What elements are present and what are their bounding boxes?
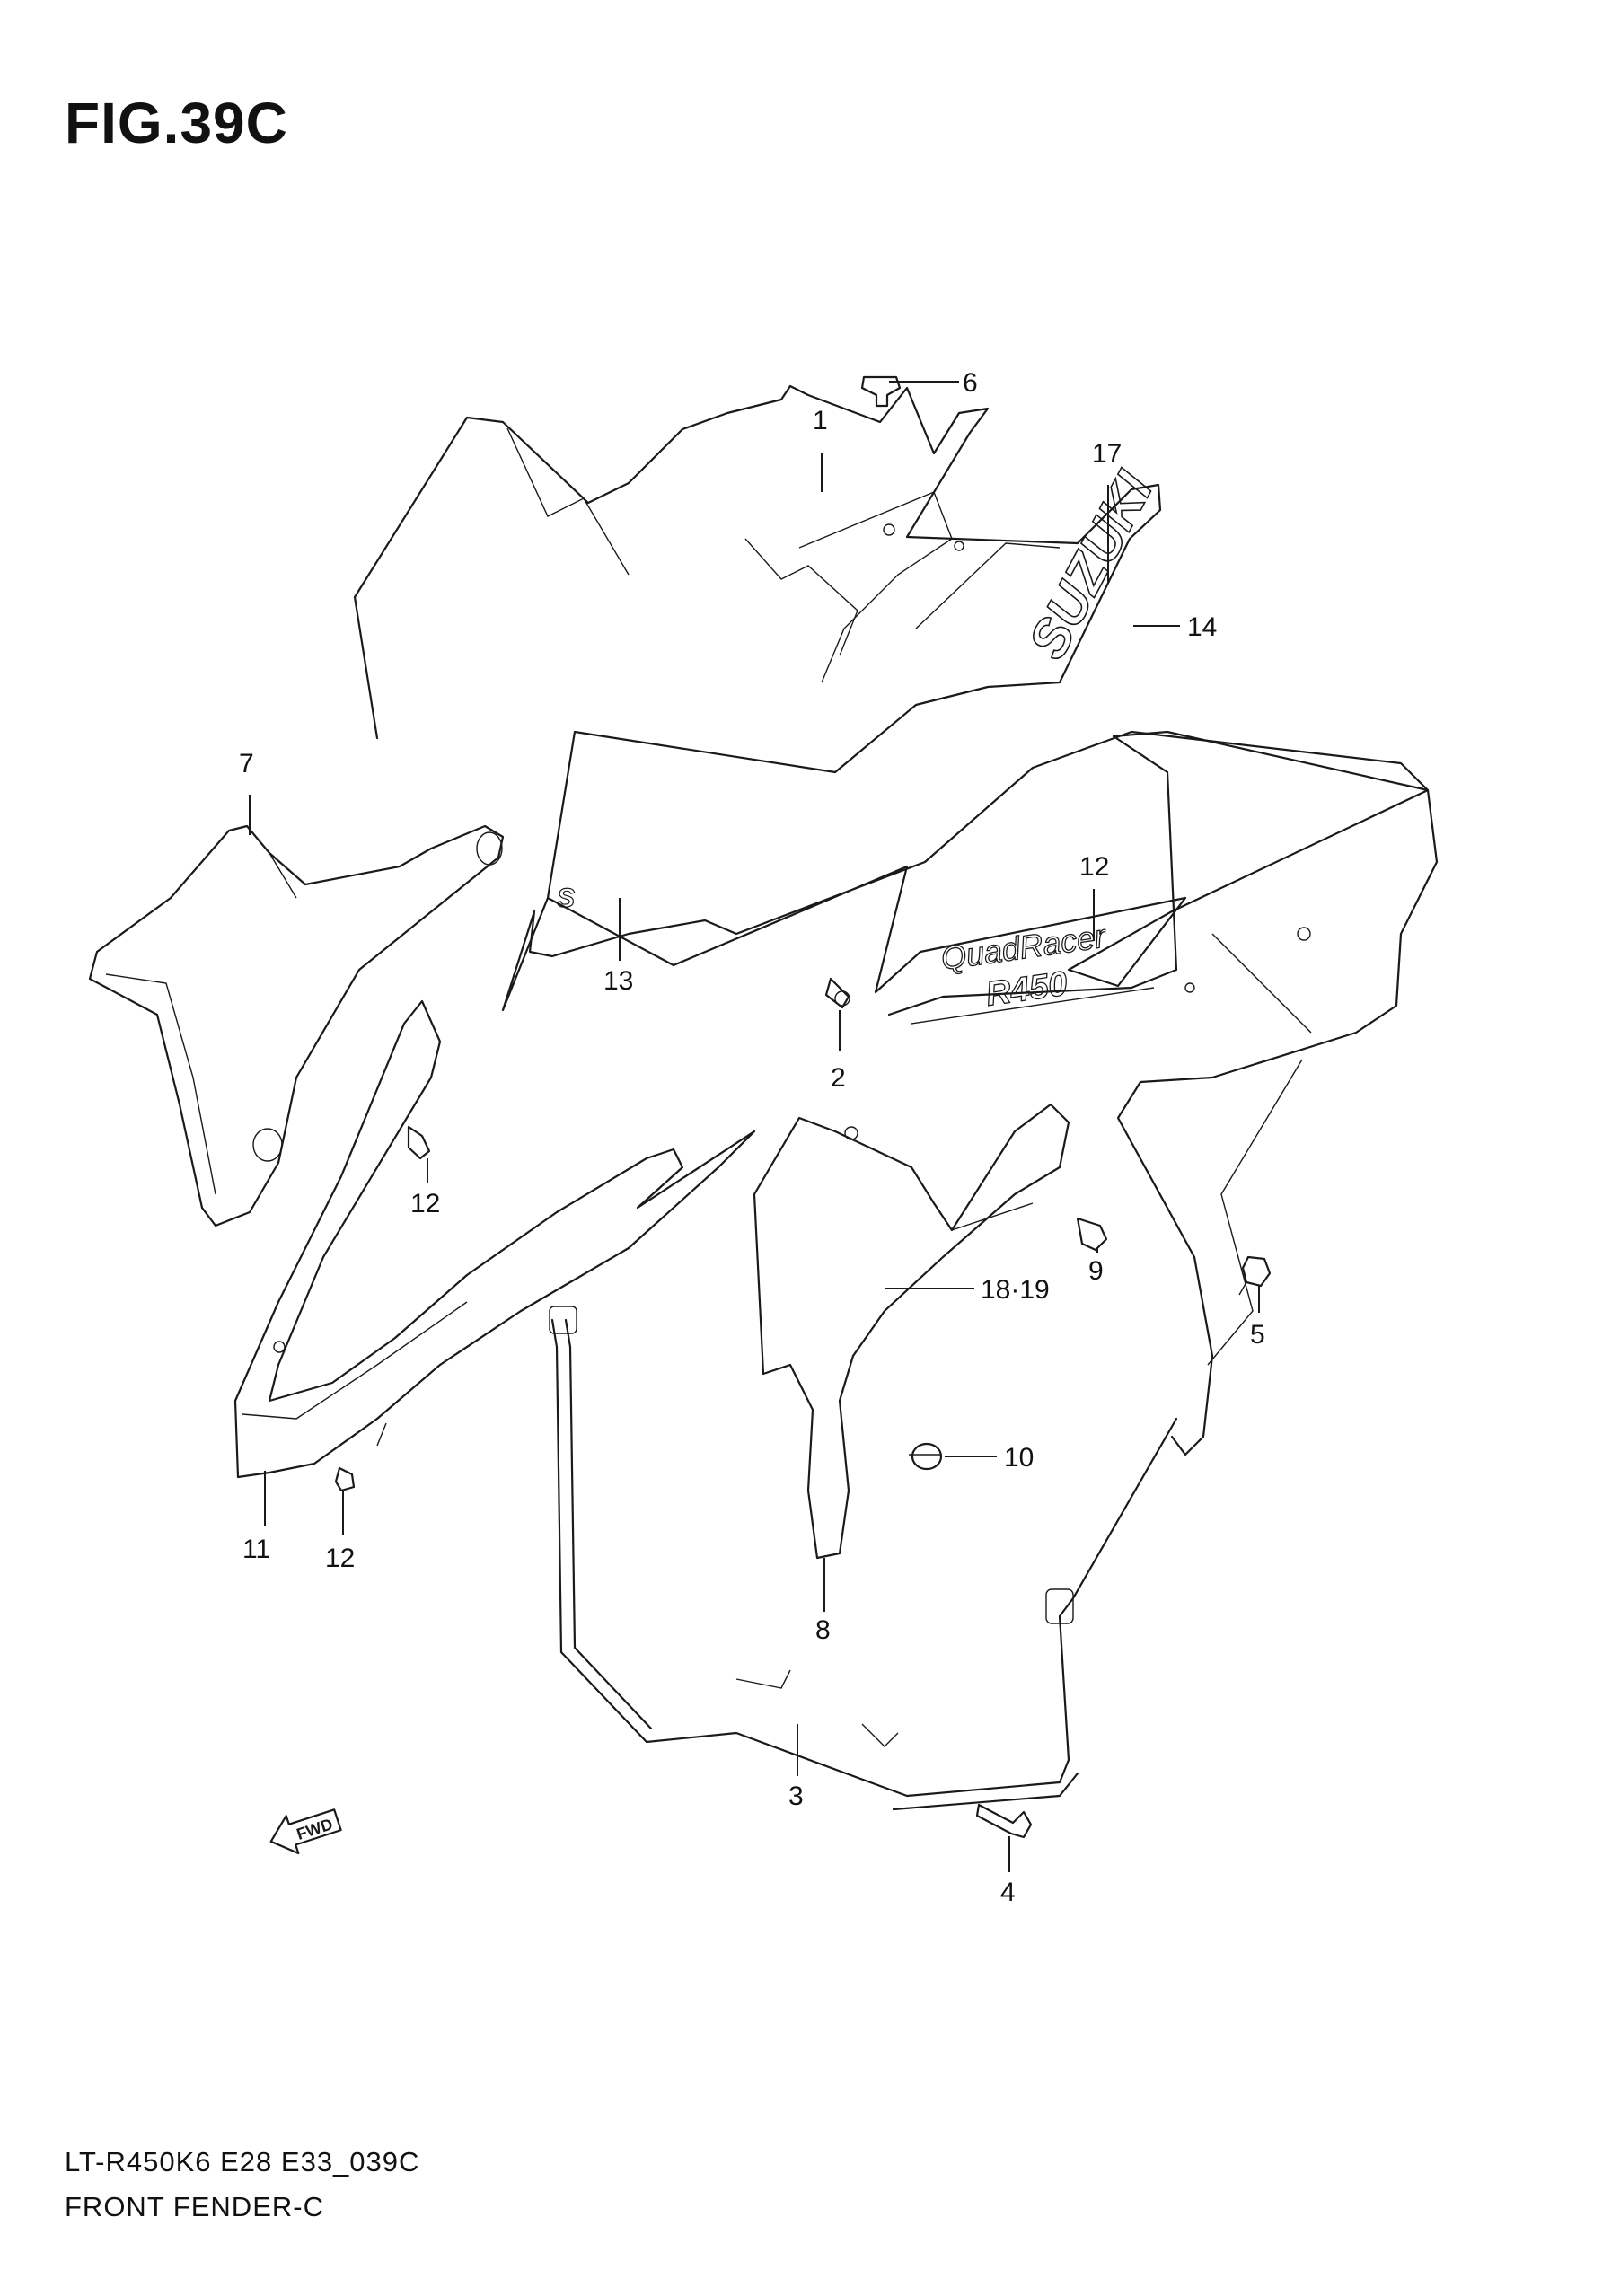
fender-bracket-bar[interactable] — [549, 1306, 1178, 1811]
callout-2: 2 — [831, 1063, 846, 1093]
center-fender-insert[interactable] — [753, 1103, 1070, 1560]
figure-title: FIG.39C — [65, 91, 288, 155]
fastener-5-screw[interactable] — [1238, 1255, 1272, 1296]
callout-12b: 12 — [325, 1544, 355, 1573]
fastener-2-screw[interactable] — [824, 977, 850, 1009]
fastener-9-screw[interactable] — [1076, 1217, 1108, 1252]
fastener-12a-screw[interactable] — [407, 1125, 431, 1160]
quadracer-decal-line2: R450 — [983, 965, 1070, 1014]
callout-3: 3 — [788, 1781, 804, 1811]
callout-labels: 6 1 17 14 7 12 13 2 12 9 18·19 5 10 11 1… — [239, 368, 1265, 1907]
callout-9: 9 — [1088, 1256, 1104, 1286]
callout-13: 12 — [1079, 852, 1109, 882]
fastener-4-bolt[interactable] — [975, 1803, 1033, 1839]
callout-6: 6 — [963, 368, 978, 398]
suzuki-decal: SUZUKI — [1017, 462, 1165, 668]
figure-name: FRONT FENDER-C — [65, 2191, 324, 2222]
callout-7: 7 — [239, 749, 254, 779]
callout-18-19: 18·19 — [981, 1275, 1050, 1305]
callout-12a: 12 — [410, 1189, 440, 1218]
figure-code: LT-R450K6 E28 E33_039C — [65, 2146, 420, 2177]
callout-1: 1 — [813, 406, 828, 435]
front-fender[interactable] — [353, 384, 1430, 1012]
left-mud-guard[interactable] — [88, 824, 505, 1227]
quadracer-decal-line1: QuadRacer — [938, 917, 1109, 977]
callout-5: 5 — [1250, 1320, 1265, 1350]
fastener-12b-screw[interactable] — [334, 1466, 356, 1492]
leader-lines — [249, 381, 1260, 1872]
fastener-10-clip[interactable] — [909, 1442, 943, 1471]
s-logo-decal: S — [557, 884, 575, 913]
callout-4: 4 — [1000, 1878, 1016, 1907]
callout-10: 10 — [1004, 1443, 1034, 1473]
callout-11: 11 — [242, 1535, 270, 1564]
callout-15-16: 14 — [1187, 612, 1217, 642]
forward-arrow-icon: FWD — [269, 1808, 342, 1855]
callout-8: 8 — [815, 1615, 831, 1645]
left-fender-flare[interactable] — [233, 999, 756, 1479]
callout-14: 13 — [603, 966, 633, 996]
callout-17: 17 — [1092, 439, 1122, 469]
right-fender-panel[interactable] — [887, 730, 1439, 1456]
